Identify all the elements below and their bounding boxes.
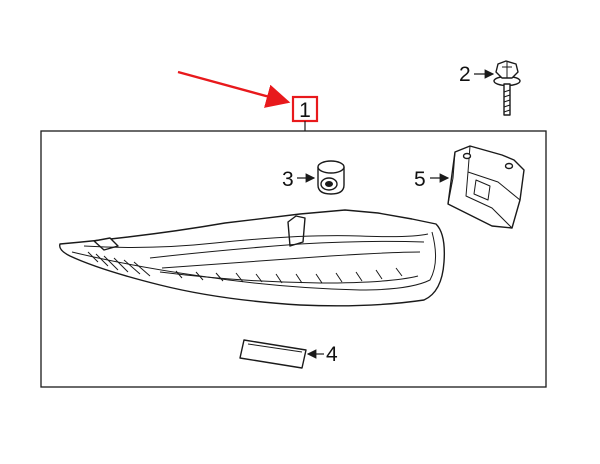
bracket-part-5 <box>447 145 525 229</box>
grommet-part-3 <box>317 160 345 195</box>
bolt-part-2 <box>493 60 521 116</box>
callout-2-label: 2 <box>459 63 471 86</box>
assembly-frame <box>40 130 547 388</box>
callout-1-label: 1 <box>299 99 311 122</box>
reflector-part-4 <box>239 339 307 369</box>
red-pointer-arrow <box>177 70 291 108</box>
callout-5-label: 5 <box>414 168 426 191</box>
callout-4-label: 4 <box>326 343 338 366</box>
callout-3-label: 3 <box>282 168 294 191</box>
tail-lamp-housing <box>59 209 446 307</box>
